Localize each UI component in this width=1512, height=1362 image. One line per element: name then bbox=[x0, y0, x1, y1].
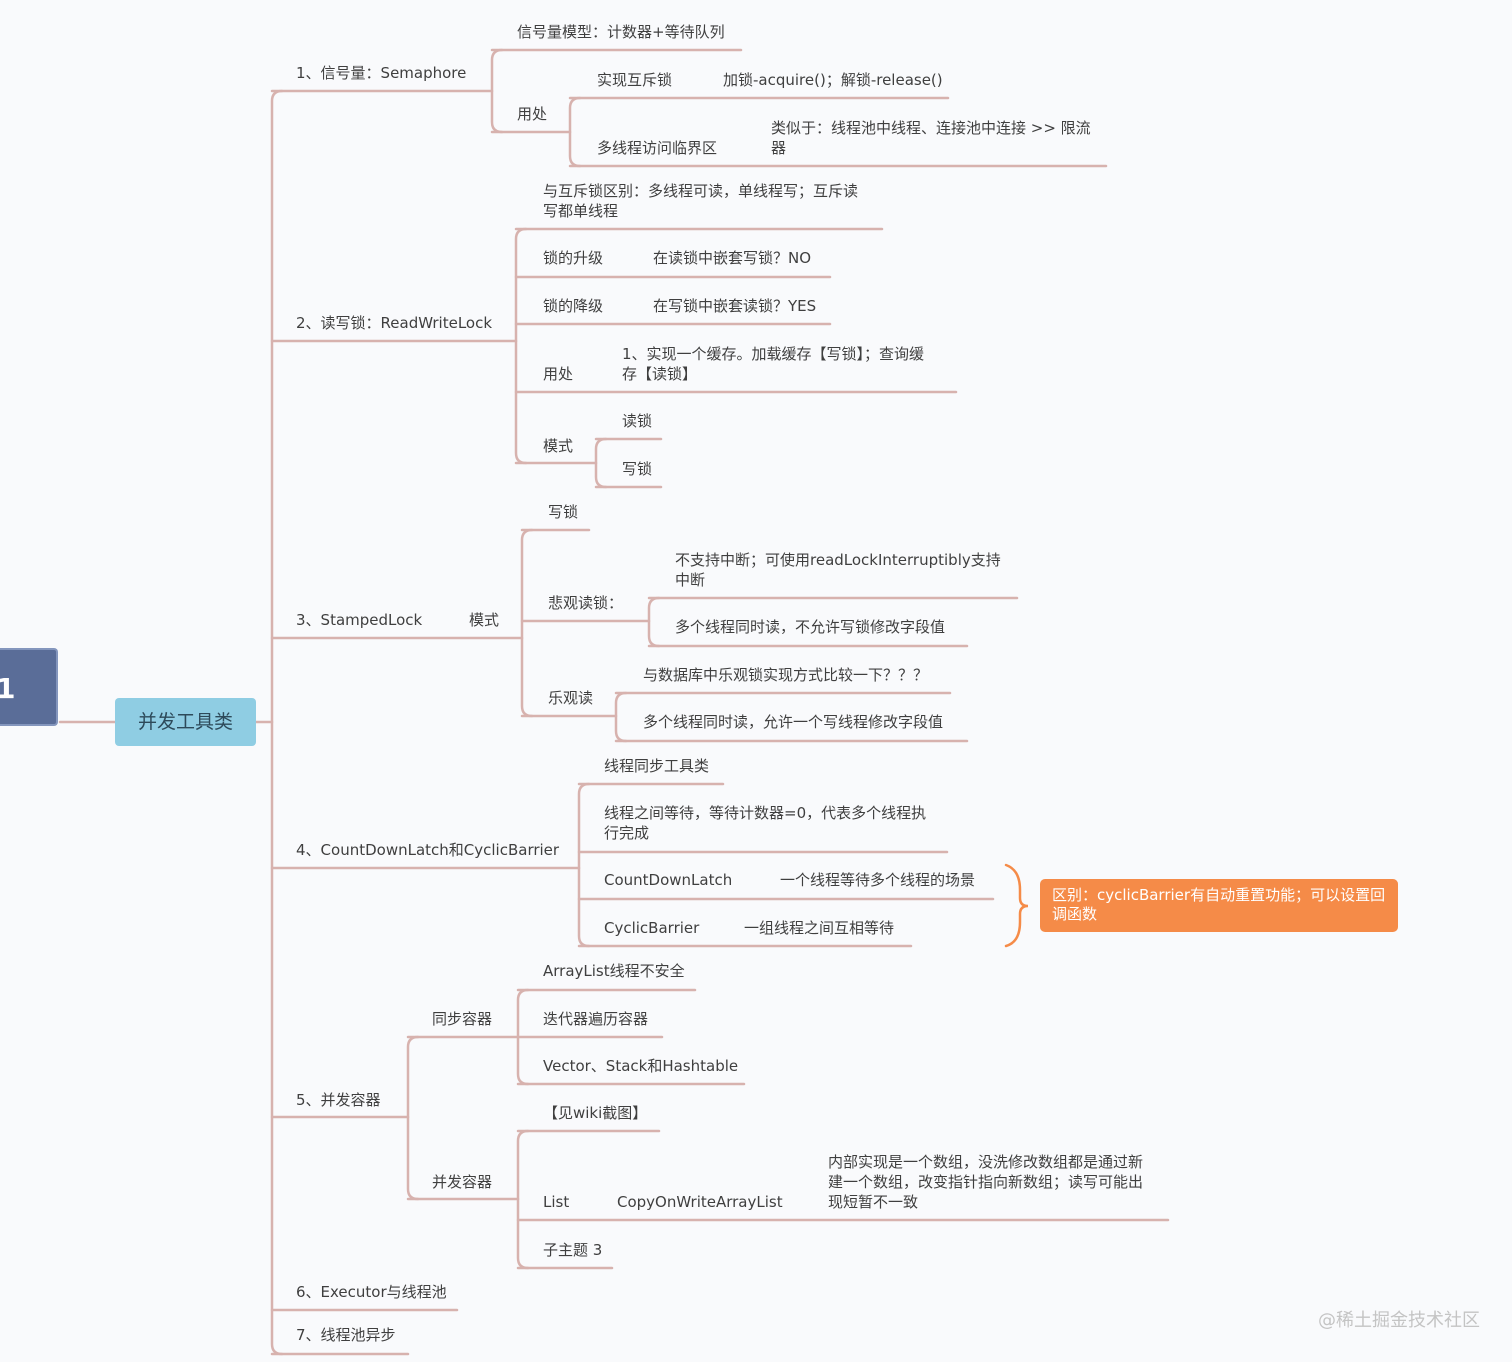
rwlock-usage-detail-2: 存【读锁】 bbox=[622, 365, 698, 383]
sync-wait-1[interactable]: 线程之间等待，等待计数器=0，代表多个线程执 bbox=[604, 804, 927, 822]
stampedlock-optimistic[interactable]: 乐观读 bbox=[548, 689, 594, 707]
semaphore-multi-detail-2: 器 bbox=[771, 139, 787, 157]
subtopic-3[interactable]: 子主题 3 bbox=[543, 1241, 603, 1259]
stampedlock-mode[interactable]: 模式 bbox=[469, 611, 500, 629]
root-node[interactable]: 1 bbox=[0, 648, 58, 726]
sync-container[interactable]: 同步容器 bbox=[432, 1010, 493, 1028]
sync-tool[interactable]: 线程同步工具类 bbox=[604, 757, 710, 775]
sync-wait-2: 行完成 bbox=[604, 824, 650, 842]
cow-detail-3: 现短暂不一致 bbox=[828, 1193, 919, 1211]
main-topic-node[interactable]: 并发工具类 bbox=[115, 698, 256, 746]
semaphore-usage[interactable]: 用处 bbox=[517, 105, 548, 123]
cyclicbarrier[interactable]: CyclicBarrier bbox=[604, 919, 700, 937]
topic-readwritelock[interactable]: 2、读写锁：ReadWriteLock bbox=[296, 314, 493, 332]
rwlock-upgrade-detail[interactable]: 在读锁中嵌套写锁？NO bbox=[653, 249, 812, 267]
semaphore-multi-detail-1[interactable]: 类似于：线程池中线程、连接池中连接 >> 限流 bbox=[771, 119, 1091, 137]
pessimistic-detail-2[interactable]: 多个线程同时读，不允许写锁修改字段值 bbox=[675, 618, 946, 636]
rwlock-mode[interactable]: 模式 bbox=[543, 437, 574, 455]
iterator-traversal[interactable]: 迭代器遍历容器 bbox=[543, 1010, 649, 1028]
watermark: @稀土掘金技术社区 bbox=[1318, 1310, 1480, 1331]
optimistic-detail-2[interactable]: 多个线程同时读，允许一个写线程修改字段值 bbox=[643, 713, 944, 731]
rwlock-usage[interactable]: 用处 bbox=[543, 365, 574, 383]
rwlock-write-lock[interactable]: 写锁 bbox=[622, 460, 653, 478]
cow-detail-1[interactable]: 内部实现是一个数组，没洗修改数组都是通过新 bbox=[828, 1153, 1144, 1171]
topic-executor-threadpool[interactable]: 6、Executor与线程池 bbox=[296, 1283, 447, 1301]
rwlock-read-lock[interactable]: 读锁 bbox=[622, 412, 653, 430]
summary-brace bbox=[1004, 863, 1029, 948]
stampedlock-pessimistic[interactable]: 悲观读锁： bbox=[548, 594, 624, 612]
copyonwritearraylist[interactable]: CopyOnWriteArrayList bbox=[617, 1193, 783, 1211]
rwlock-downgrade[interactable]: 锁的降级 bbox=[543, 297, 604, 315]
vector-stack-hashtable[interactable]: Vector、Stack和Hashtable bbox=[543, 1057, 739, 1075]
rwlock-diff-2: 写都单线程 bbox=[543, 202, 619, 220]
semaphore-mutex-detail[interactable]: 加锁-acquire()；解锁-release() bbox=[723, 71, 943, 89]
topic-concurrent-containers[interactable]: 5、并发容器 bbox=[296, 1091, 381, 1109]
topic-countdownlatch-cyclicbarrier[interactable]: 4、CountDownLatch和CyclicBarrier bbox=[296, 841, 560, 859]
rwlock-diff-1[interactable]: 与互斥锁区别：多线程可读，单线程写；互斥读 bbox=[543, 182, 859, 200]
topic-semaphore[interactable]: 1、信号量：Semaphore bbox=[296, 64, 467, 82]
summary-node[interactable]: 区别：cyclicBarrier有自动重置功能；可以设置回调函数 bbox=[1040, 879, 1398, 932]
list-node[interactable]: List bbox=[543, 1193, 570, 1211]
rwlock-usage-detail-1[interactable]: 1、实现一个缓存。加载缓存【写锁】；查询缓 bbox=[622, 345, 925, 363]
semaphore-model[interactable]: 信号量模型：计数器+等待队列 bbox=[517, 23, 725, 41]
topic-threadpool-async[interactable]: 7、线程池异步 bbox=[296, 1326, 396, 1344]
pessimistic-detail-1a[interactable]: 不支持中断；可使用readLockInterruptibly支持 bbox=[675, 551, 1001, 569]
arraylist-unsafe[interactable]: ArrayList线程不安全 bbox=[543, 962, 685, 980]
rwlock-downgrade-detail[interactable]: 在写锁中嵌套读锁？YES bbox=[653, 297, 817, 315]
semaphore-multi[interactable]: 多线程访问临界区 bbox=[597, 139, 718, 157]
concurrent-container[interactable]: 并发容器 bbox=[432, 1173, 493, 1191]
countdownlatch[interactable]: CountDownLatch bbox=[604, 871, 733, 889]
stampedlock-write-lock[interactable]: 写锁 bbox=[548, 503, 579, 521]
optimistic-detail-1[interactable]: 与数据库中乐观锁实现方式比较一下？？？ bbox=[643, 666, 929, 684]
semaphore-mutex[interactable]: 实现互斥锁 bbox=[597, 71, 673, 89]
rwlock-upgrade[interactable]: 锁的升级 bbox=[543, 249, 604, 267]
wiki-screenshot[interactable]: 【见wiki截图】 bbox=[543, 1104, 648, 1122]
countdownlatch-detail[interactable]: 一个线程等待多个线程的场景 bbox=[780, 871, 976, 889]
cyclicbarrier-detail[interactable]: 一组线程之间互相等待 bbox=[744, 919, 895, 937]
pessimistic-detail-1b: 中断 bbox=[675, 571, 706, 589]
topic-stampedlock[interactable]: 3、StampedLock bbox=[296, 611, 423, 629]
cow-detail-2: 建一个数组，改变指针指向新数组；读写可能出 bbox=[828, 1173, 1144, 1191]
